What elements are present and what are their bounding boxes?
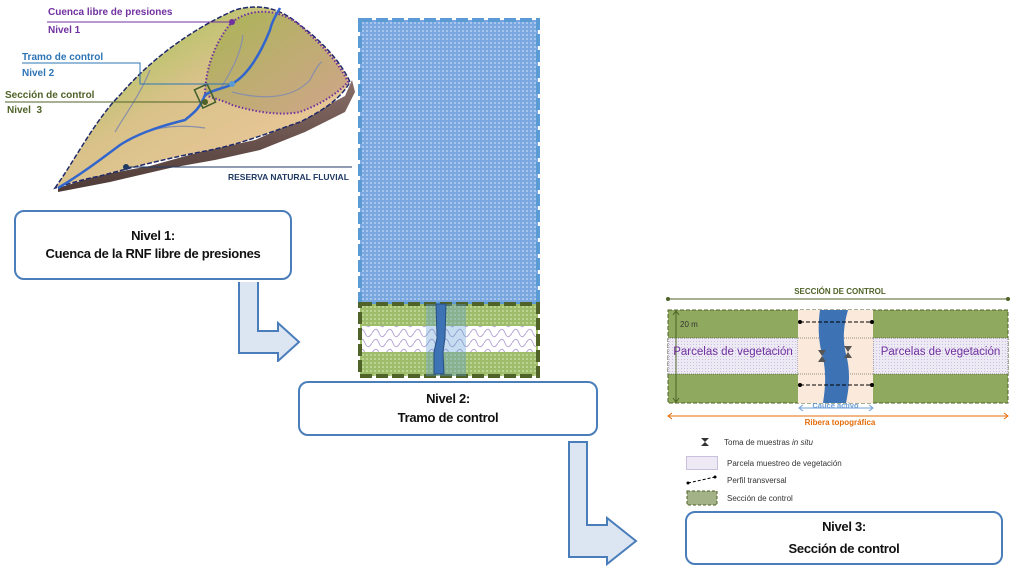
terrain-base (58, 80, 355, 192)
level-3-box: Nivel 3: Sección de control (685, 511, 1003, 565)
plot-right-label: Parcelas de vegetación (880, 346, 1001, 358)
legend-plot-text: Parcela muestreo de vegetación (727, 458, 842, 468)
legend-item-transect: Perfil transversal (686, 475, 787, 485)
legend-item-sample: Toma de muestras in situ (700, 437, 813, 447)
plot-left-label: Parcelas de vegetación (673, 346, 793, 358)
reach-area (358, 18, 540, 306)
callout-basin-title: Cuenca libre de presiones (48, 7, 173, 18)
level-2-title: Nivel 2: (426, 391, 470, 407)
catchment-illustration (5, 6, 355, 192)
legend-sample-text: Toma de muestras (724, 437, 793, 447)
callout-basin-level: Nivel 1 (48, 25, 81, 36)
legend-sample-italic: in situ (792, 437, 813, 447)
arrow-level2-to-level3 (568, 441, 638, 567)
section-title: SECCIÓN DE CONTROL (794, 287, 886, 296)
vegetation-plot-right (872, 337, 1009, 375)
control-section-diagram (666, 297, 1010, 420)
level-3-title: Nivel 3: (822, 518, 866, 534)
control-section-marker (193, 82, 217, 110)
callout-reach-title: Tramo de control (22, 52, 104, 63)
callout-reach-level: Nivel 2 (22, 68, 55, 79)
level-1-title: Nivel 1: (131, 227, 175, 243)
arrow-level1-to-level2 (238, 282, 301, 362)
active-channel-label: Cauce activo (812, 401, 859, 410)
sample-point-icon (844, 346, 852, 358)
dashed-arrow-icon (686, 475, 717, 485)
hourglass-sample-icon (701, 438, 709, 446)
reach-channel (433, 303, 447, 375)
width-label: 20 m (680, 320, 698, 329)
main-river (57, 7, 282, 190)
level-3-subtitle: Sección de control (788, 541, 900, 556)
legend-item-plot: Parcela muestreo de vegetación (686, 456, 842, 470)
riparian-label: Ribera topográfica (804, 418, 876, 427)
callout-section-level: Nivel 3 (7, 105, 43, 116)
level-2-subtitle: Tramo de control (397, 409, 499, 425)
vegetation-band (362, 326, 536, 352)
vegetation-plot-left (667, 337, 799, 375)
legend-section-text: Sección de control (727, 493, 793, 503)
vegetation-plot-swatch (686, 456, 718, 470)
sample-point-icon (818, 350, 826, 362)
control-reach-illustration (358, 18, 540, 378)
legend-item-section: Sección de control (686, 490, 793, 506)
level-1-subtitle: Cuenca de la RNF libre de presiones (45, 246, 261, 261)
control-section-swatch (686, 490, 718, 506)
callout-section-title: Sección de control (5, 90, 95, 101)
level-1-box: Nivel 1: Cuenca de la RNF libre de presi… (14, 210, 292, 280)
pressure-free-basin (203, 10, 350, 115)
level-2-box: Nivel 2: Tramo de control (298, 381, 598, 436)
legend-transect-text: Perfil transversal (727, 475, 787, 485)
active-channel (818, 310, 849, 403)
reserve-label: RESERVA NATURAL FLUVIAL (228, 172, 349, 182)
